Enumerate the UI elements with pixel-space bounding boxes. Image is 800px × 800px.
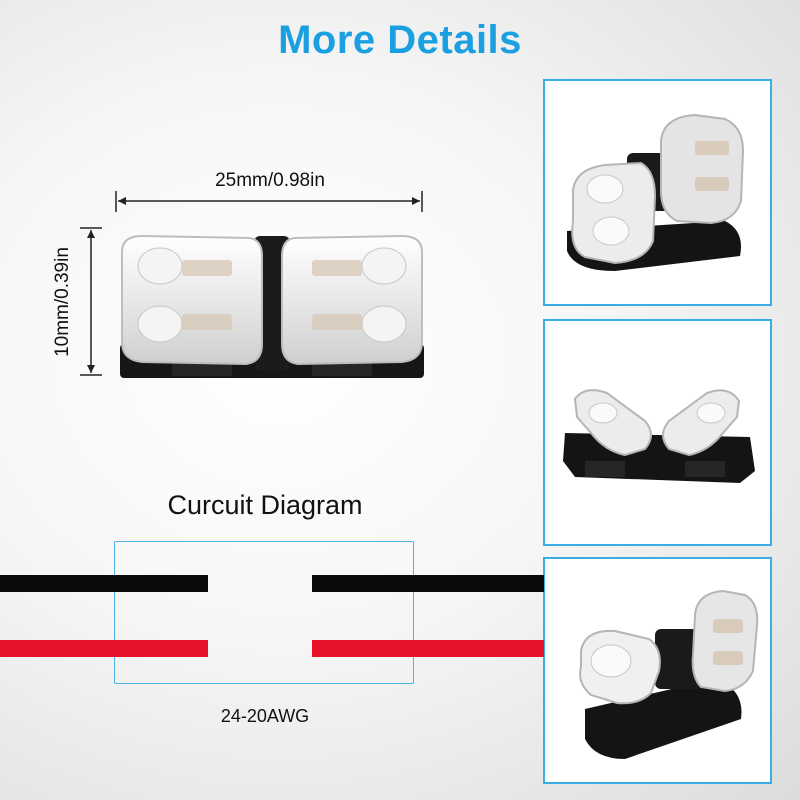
width-dimension-arrow-icon <box>115 191 423 212</box>
height-dimension-arrow-icon <box>80 227 102 376</box>
connector-image-open <box>563 389 755 483</box>
wire-red-left <box>0 640 208 657</box>
diagram-frame <box>114 541 414 684</box>
wire-red-right <box>312 640 544 657</box>
connector-image-side <box>579 589 759 759</box>
connector-image-angled <box>567 113 745 271</box>
detail-panel-bottom <box>543 557 772 784</box>
detail-panel-middle <box>543 319 772 546</box>
page-title: More Details <box>278 18 522 62</box>
width-dimension-label: 25mm/0.98in <box>215 170 325 191</box>
diagram-title: Curcuit Diagram <box>167 490 363 520</box>
wire-gauge-label: 24-20AWG <box>220 706 310 726</box>
height-dimension-label: 10mm/0.39in <box>52 247 73 357</box>
main-connector-image <box>120 234 424 378</box>
detail-panel-top <box>543 79 772 306</box>
wire-black-left <box>0 575 208 592</box>
wire-black-right <box>312 575 544 592</box>
